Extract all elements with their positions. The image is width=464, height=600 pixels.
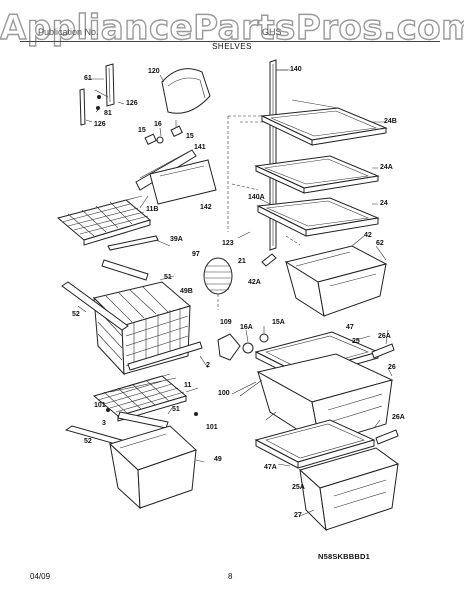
callout-141: 141 bbox=[194, 144, 206, 151]
callout-140: 140 bbox=[290, 66, 302, 73]
screw-101-right bbox=[194, 412, 198, 416]
glass-shelf-24 bbox=[256, 197, 380, 237]
header-rule bbox=[20, 41, 440, 42]
screw-101 bbox=[106, 408, 110, 412]
callout-126: 126 bbox=[126, 100, 138, 107]
callout-42: 42 bbox=[364, 232, 372, 239]
publication-number: Publication No. bbox=[38, 27, 99, 37]
callout-24b: 24B bbox=[384, 118, 397, 125]
callout-15a: 15A bbox=[272, 319, 285, 326]
callout-49: 49 bbox=[214, 456, 222, 463]
callout-101: 101 bbox=[94, 402, 106, 409]
fitting-15-16 bbox=[144, 120, 183, 145]
callout-39a: 39A bbox=[170, 236, 183, 243]
callout-120: 120 bbox=[148, 68, 160, 75]
callout-100: 100 bbox=[218, 390, 230, 397]
callout-123: 123 bbox=[222, 240, 234, 247]
callout-26: 26 bbox=[388, 364, 396, 371]
callout-101-right: 101 bbox=[206, 424, 218, 431]
glass-cover-47a-25a bbox=[254, 419, 376, 469]
callout-24a: 24A bbox=[380, 164, 393, 171]
storage-bin-49 bbox=[109, 425, 197, 510]
crisper-drawer-42-62 bbox=[261, 245, 388, 318]
light-housing-109 bbox=[217, 326, 269, 361]
slide-rail-52 bbox=[61, 281, 129, 331]
basket-cover-51 bbox=[101, 259, 149, 281]
callout-61: 61 bbox=[84, 75, 92, 82]
glass-shelf-24b bbox=[260, 99, 388, 146]
callout-21: 21 bbox=[238, 258, 246, 265]
callout-25a: 25A bbox=[292, 484, 305, 491]
wire-shelf-11 bbox=[92, 373, 188, 422]
callout-47: 47 bbox=[346, 324, 354, 331]
crisper-drawer-27 bbox=[298, 447, 400, 532]
trim-2 bbox=[127, 341, 203, 371]
shelf-cover-51-lower bbox=[117, 411, 169, 429]
callout-2: 2 bbox=[206, 362, 210, 369]
callout-47a: 47A bbox=[264, 464, 277, 471]
callout-15: 15 bbox=[138, 127, 146, 134]
callout-97: 97 bbox=[192, 251, 200, 258]
glass-shelf-24a bbox=[254, 155, 380, 194]
callout-142: 142 bbox=[200, 204, 212, 211]
callout-25: 25 bbox=[352, 338, 360, 345]
section-title: SHELVES bbox=[212, 42, 252, 51]
callout-11b: 11B bbox=[146, 206, 159, 213]
model-group: GHS bbox=[262, 27, 282, 37]
callout-126-lower: 126 bbox=[94, 121, 106, 128]
callout-52: 52 bbox=[72, 311, 80, 318]
shelf-bin-120 bbox=[159, 68, 211, 114]
callout-42a: 42A bbox=[248, 279, 261, 286]
callout-51-lower: 51 bbox=[172, 406, 180, 413]
callout-24: 24 bbox=[380, 200, 388, 207]
wire-shelf-11b bbox=[56, 195, 152, 246]
callout-leaders bbox=[77, 69, 393, 517]
callout-62: 62 bbox=[376, 240, 384, 247]
pan-drawer-26 bbox=[239, 353, 394, 446]
callout-11: 11 bbox=[184, 382, 192, 389]
callout-16: 16 bbox=[154, 121, 162, 128]
fan-guard-97 bbox=[203, 257, 233, 310]
callout-109: 109 bbox=[220, 319, 232, 326]
callout-15-right: 15 bbox=[186, 133, 194, 140]
model-code: N58SKBBBD1 bbox=[318, 552, 371, 561]
callout-140a: 140A bbox=[248, 194, 265, 201]
callout-51: 51 bbox=[164, 274, 172, 281]
callout-52-lower: 52 bbox=[84, 438, 92, 445]
bracket-assembly bbox=[79, 63, 125, 126]
drawer-handle-26a bbox=[371, 343, 395, 359]
callout-16a: 16A bbox=[240, 324, 253, 331]
callout-27: 27 bbox=[294, 512, 302, 519]
wire-basket-49b bbox=[93, 281, 192, 376]
callout-81: 81 bbox=[104, 110, 112, 117]
footer-date: 04/09 bbox=[30, 572, 51, 581]
trim-strip-39a bbox=[107, 235, 159, 251]
drawer-handle-26a-lower bbox=[375, 429, 399, 445]
footer-page-number: 8 bbox=[228, 572, 233, 581]
callout-26a: 26A bbox=[378, 333, 391, 340]
callout-49b: 49B bbox=[180, 288, 193, 295]
cover-142 bbox=[149, 159, 217, 205]
callout-3: 3 bbox=[102, 420, 106, 427]
callout-26a-lower: 26A bbox=[392, 414, 405, 421]
